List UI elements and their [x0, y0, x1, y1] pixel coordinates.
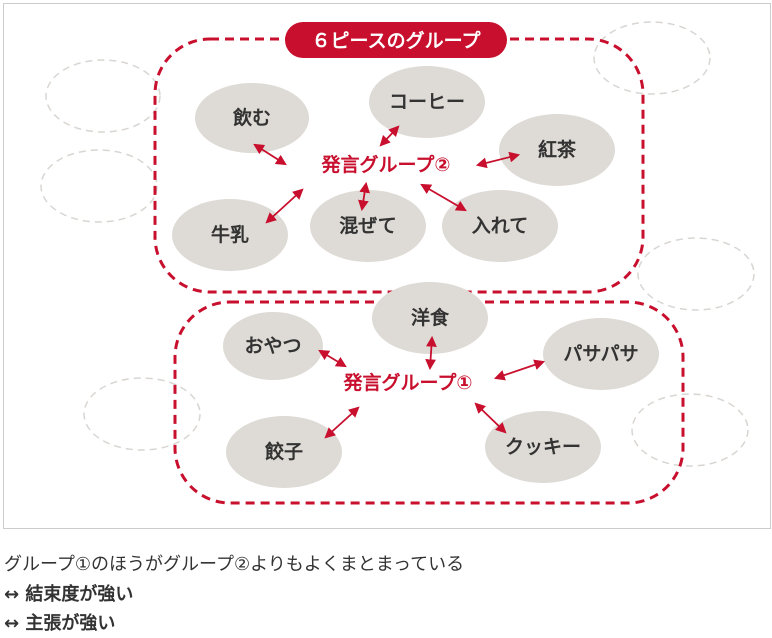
piece	[372, 282, 488, 354]
group-2-center-label: 発言グループ②	[321, 153, 451, 176]
piece-label: 入れて	[472, 215, 528, 237]
piece	[485, 411, 601, 483]
arrow	[379, 125, 400, 147]
piece-label: おやつ	[244, 335, 301, 357]
piece-label: パサパサ	[563, 343, 638, 365]
arrow	[425, 335, 437, 371]
ghost-circle	[593, 21, 711, 95]
piece	[543, 318, 659, 390]
piece-label: 飲む	[232, 106, 271, 129]
piece	[499, 114, 615, 186]
group-1-center-label: 発言グループ①	[343, 371, 473, 394]
group-badge: ６ピースのグループ	[285, 22, 507, 58]
arrow	[265, 188, 304, 224]
piece	[369, 66, 485, 138]
ghost-circle	[45, 59, 161, 133]
ghost-circle	[40, 149, 158, 223]
piece	[226, 416, 342, 488]
caption-assertion: ↔ 主張が強い	[4, 613, 116, 634]
piece	[195, 83, 309, 153]
piece-label: クッキー	[505, 436, 581, 458]
piece-label: 混ぜて	[339, 215, 397, 237]
arrow	[253, 143, 287, 166]
badge-background	[285, 22, 507, 58]
arrow	[358, 181, 370, 212]
caption-summary: グループ①のほうがグループ②よりもよくまとまっている	[4, 554, 465, 575]
caption-cohesion: ↔ 結束度が強い	[4, 584, 134, 605]
arrow	[420, 183, 467, 212]
piece-label: 洋食	[411, 306, 450, 329]
badge-label: ６ピースのグループ	[312, 29, 482, 52]
arrow	[324, 406, 360, 439]
piece-label: 餃子	[265, 440, 303, 463]
group-1: おやつ 洋食 パサパサ 餃子 クッキー 発言グループ①	[173, 282, 685, 505]
piece	[442, 190, 558, 262]
group-2: 飲む コーヒー 紅茶 牛乳 混ぜて 入れて 発言グループ②	[153, 37, 645, 294]
piece-label: コーヒー	[389, 91, 465, 113]
arrow	[318, 349, 347, 368]
arrow	[475, 151, 521, 169]
piece-label: 紅茶	[538, 138, 577, 161]
ghost-circle	[637, 237, 755, 311]
piece-label: 牛乳	[211, 223, 249, 246]
piece	[172, 199, 288, 271]
background-ghost-circles	[40, 21, 755, 467]
ghost-circle	[83, 377, 201, 451]
piece	[223, 312, 323, 380]
arrow	[493, 359, 546, 381]
arrow	[474, 402, 507, 434]
piece	[310, 190, 426, 262]
ghost-circle	[631, 393, 749, 467]
